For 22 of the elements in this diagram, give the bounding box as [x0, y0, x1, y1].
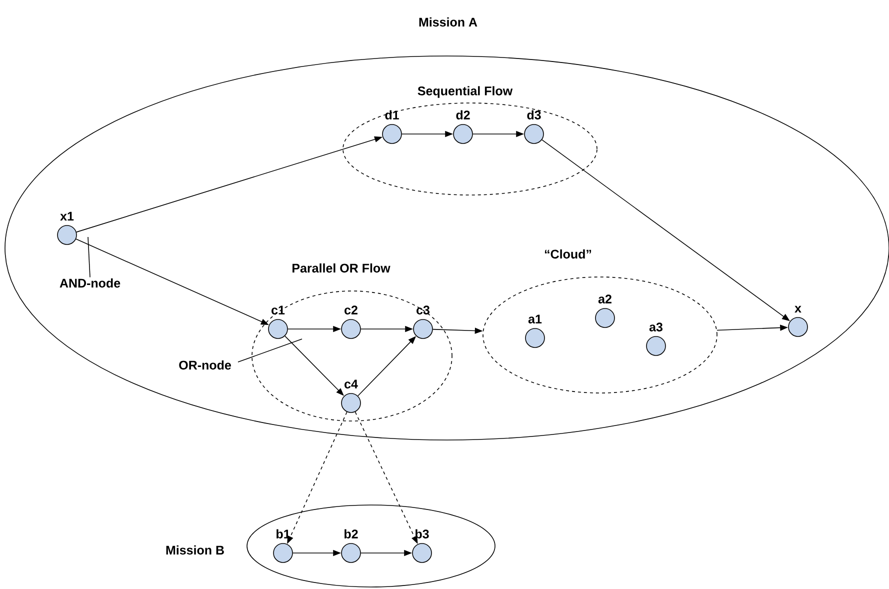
- node-label: b2: [344, 529, 358, 538]
- group-heading: Parallel OR Flow: [292, 263, 390, 273]
- node-label: d1: [385, 110, 399, 120]
- node-label: c3: [416, 306, 430, 314]
- node-label: c4: [344, 380, 358, 388]
- node-label: c2: [344, 306, 358, 314]
- group-heading: “Cloud”: [544, 249, 592, 259]
- node-label: a1: [528, 314, 542, 324]
- node-label: a3: [649, 322, 662, 332]
- leader-line: [88, 236, 90, 278]
- group-heading: Sequential Flow: [418, 86, 513, 98]
- node-label: x: [794, 306, 802, 312]
- annotation-text: OR-node: [179, 360, 231, 370]
- node-label: c1: [272, 306, 285, 314]
- node-label: x1: [60, 212, 74, 220]
- annotation-text: AND-node: [60, 278, 120, 288]
- node-label: d2: [456, 110, 470, 120]
- node-label: a2: [598, 294, 612, 304]
- node-label: d3: [527, 110, 541, 120]
- group-heading: Mission A: [419, 17, 478, 27]
- group-heading: Mission B: [166, 545, 224, 555]
- leader-line: [238, 338, 302, 362]
